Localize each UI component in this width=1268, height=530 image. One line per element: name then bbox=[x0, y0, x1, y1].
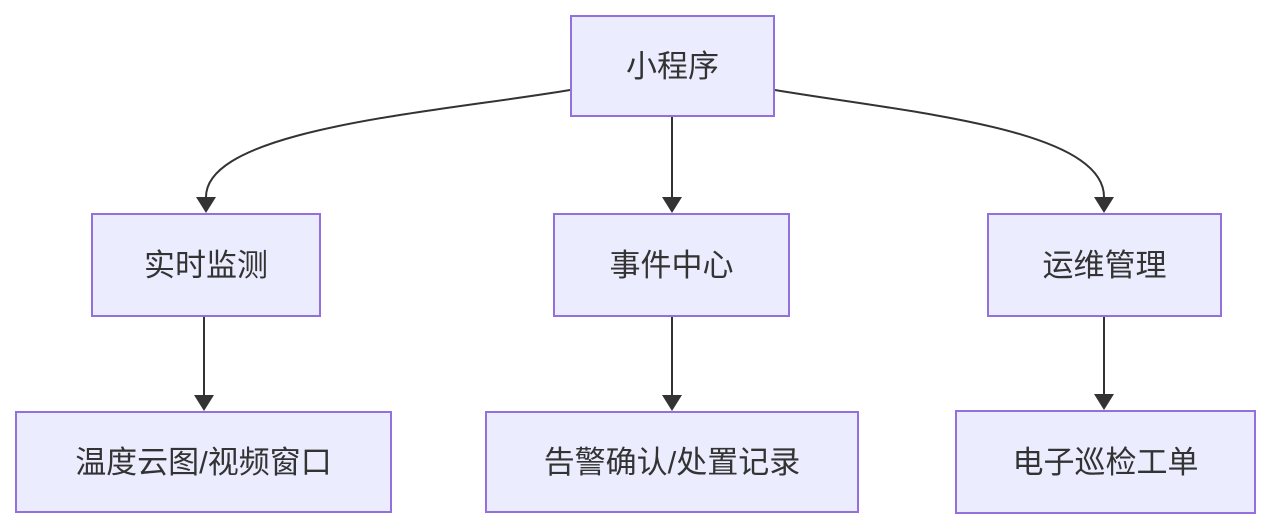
flowchart-node-alarm-confirm-records: 告警确认/处置记录 bbox=[485, 411, 859, 513]
arrowhead-icon bbox=[1094, 394, 1114, 410]
node-label: 温度云图/视频窗口 bbox=[75, 444, 332, 480]
flowchart-node-realtime-monitoring: 实时监测 bbox=[91, 213, 321, 317]
edge-app-to-realtime-monitoring bbox=[205, 89, 571, 198]
flowchart-node-e-inspection-workorder: 电子巡检工单 bbox=[955, 410, 1256, 514]
node-label: 小程序 bbox=[626, 48, 719, 84]
flowchart-node-ops-management: 运维管理 bbox=[987, 213, 1222, 317]
flowchart-node-app: 小程序 bbox=[570, 15, 775, 117]
node-label: 事件中心 bbox=[609, 247, 734, 283]
node-label: 告警确认/处置记录 bbox=[543, 444, 801, 480]
arrowhead-icon bbox=[196, 197, 216, 213]
arrowhead-icon bbox=[1094, 197, 1114, 213]
edge-app-to-ops-management bbox=[774, 89, 1105, 198]
node-label: 实时监测 bbox=[144, 247, 268, 283]
node-label: 电子巡检工单 bbox=[1012, 444, 1199, 480]
arrowhead-icon bbox=[662, 395, 682, 411]
flowchart-node-thermal-cloudmap-video: 温度云图/视频窗口 bbox=[15, 411, 392, 513]
arrowhead-icon bbox=[662, 197, 682, 213]
flowchart-node-event-center: 事件中心 bbox=[553, 213, 790, 317]
arrowhead-icon bbox=[194, 395, 214, 411]
node-label: 运维管理 bbox=[1042, 247, 1167, 283]
